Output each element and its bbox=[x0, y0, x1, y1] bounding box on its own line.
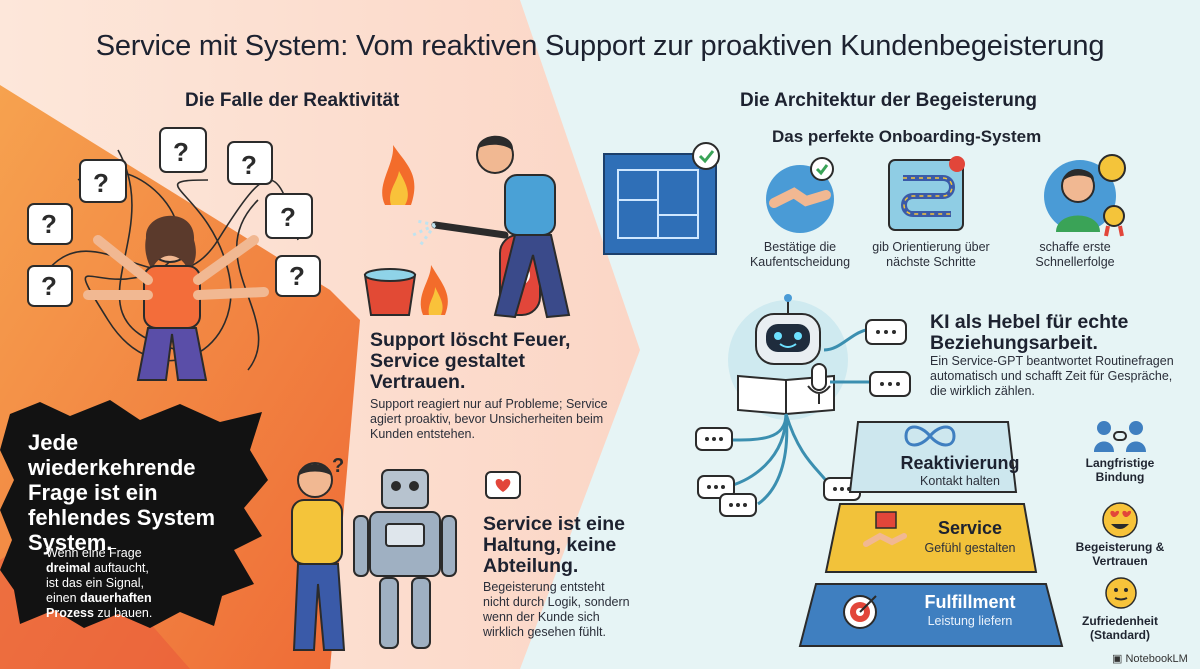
brand-watermark: ▣ NotebookLM bbox=[1112, 652, 1188, 665]
page-title: Service mit System: Vom reaktiven Suppor… bbox=[95, 30, 1105, 62]
ai-robot-icon bbox=[755, 294, 821, 365]
onboarding-step-1: Bestätige die Kaufentscheidung bbox=[749, 240, 851, 269]
right-heading: Die Architektur der Begeisterung bbox=[740, 90, 1038, 111]
gift-handshake-icon bbox=[863, 511, 907, 547]
thinking-person: ? bbox=[291, 455, 346, 651]
infinity-icon bbox=[904, 425, 956, 447]
robot-icon bbox=[353, 469, 457, 649]
heart-eyes-icon bbox=[1102, 502, 1138, 538]
burst-note-rest-5: zu bauen. bbox=[93, 606, 153, 620]
burst-note-rest-4: einen bbox=[46, 591, 77, 605]
tier-service-sub: Gefühl gestalten bbox=[924, 541, 1016, 555]
fire-icon bbox=[382, 145, 448, 315]
left-heading: Die Falle der Reaktivität bbox=[185, 90, 400, 111]
tier-service-title: Service bbox=[937, 518, 1003, 538]
target-icon bbox=[843, 595, 877, 629]
burst-note-line2: dreimal auftaucht, bbox=[46, 561, 186, 576]
brand-logo-icon: ▣ bbox=[1112, 653, 1123, 665]
tier-reaktivierung-sub: Kontakt halten bbox=[920, 474, 1000, 488]
ai-heading: KI als Hebel für echte Beziehungsarbeit. bbox=[930, 311, 1129, 354]
svg-text:?: ? bbox=[280, 202, 296, 232]
attitude-heading: Service ist eine Haltung, keine Abteilun… bbox=[483, 513, 626, 577]
side-label-zufriedenheit: Zufriedenheit (Standard) bbox=[1081, 614, 1158, 642]
brand-label: NotebookLM bbox=[1125, 653, 1188, 665]
burst-note-line4: einen dauerhaften bbox=[46, 591, 186, 606]
tier-reaktivierung-title: Reaktivierung bbox=[900, 453, 1020, 473]
ai-robot-illustration bbox=[695, 294, 911, 517]
chaos-illustration: ??? ???? bbox=[27, 127, 321, 381]
side-label-begeisterung: Begeisterung & Vertrauen bbox=[1075, 540, 1165, 568]
pyramid-diagram bbox=[798, 421, 1064, 647]
neutral-smile-icon bbox=[1105, 577, 1137, 609]
people-chain-icon bbox=[1094, 421, 1146, 452]
roadmap-icon bbox=[888, 156, 965, 231]
fire-text: Support reagiert nur auf Probleme; Servi… bbox=[370, 397, 608, 441]
burst-note-line5: Prozess zu bauen. bbox=[46, 606, 186, 621]
svg-text:?: ? bbox=[41, 209, 57, 239]
svg-text:?: ? bbox=[173, 137, 189, 167]
tier-fulfillment-sub: Leistung liefern bbox=[927, 614, 1013, 628]
onboarding-step-2: gib Orientierung über nächste Schritte bbox=[872, 240, 990, 269]
burst-shape bbox=[0, 400, 268, 628]
microphone-icon bbox=[807, 363, 831, 404]
burst-statement: Jede wiederkehrende Frage ist ein fehlen… bbox=[28, 430, 216, 555]
fire-heading: Support löscht Feuer, Service gestaltet … bbox=[370, 329, 571, 393]
onboarding-heading: Das perfekte Onboarding-System bbox=[772, 127, 1042, 146]
burst-note-rest-2: auftaucht, bbox=[90, 561, 149, 575]
burst-note-bold-5: Prozess bbox=[46, 606, 94, 620]
pyramid-tier-reaktivierung bbox=[848, 421, 1018, 493]
tier-fulfillment-title: Fulfillment bbox=[924, 592, 1016, 612]
svg-text:?: ? bbox=[241, 150, 257, 180]
burst-note-bold-4: dauerhaften bbox=[76, 591, 152, 605]
blueprint-icon bbox=[603, 142, 720, 255]
firefighter-person bbox=[476, 135, 571, 319]
svg-text:?: ? bbox=[93, 168, 109, 198]
question-bubbles bbox=[27, 127, 321, 307]
burst-note-line1: Wenn eine Frage bbox=[46, 546, 142, 560]
ai-text: Ein Service-GPT beantwortet Routinefrage… bbox=[930, 354, 1174, 398]
attitude-text: Begeisterung entsteht nicht durch Logik,… bbox=[483, 580, 630, 639]
burst-note: Wenn eine Frage dreimal auftaucht, ist d… bbox=[46, 546, 186, 621]
onboarding-step-3: schaffe erste Schnellerfolge bbox=[1035, 240, 1115, 269]
smiling-person-medal-icon bbox=[1044, 154, 1126, 237]
bucket-icon bbox=[363, 268, 417, 316]
svg-text:?: ? bbox=[41, 271, 57, 301]
svg-text:?: ? bbox=[332, 455, 344, 477]
side-label-bindung: Langfristige Bindung bbox=[1085, 456, 1155, 484]
handshake-icon bbox=[766, 157, 834, 233]
firefighter-illustration bbox=[363, 135, 571, 319]
heart-bubble-icon bbox=[485, 471, 521, 499]
svg-text:?: ? bbox=[289, 261, 305, 291]
person-robot-illustration: ? bbox=[291, 455, 457, 651]
burst-note-bold-1: dreimal bbox=[46, 561, 91, 575]
stressed-person bbox=[83, 215, 269, 381]
burst-note-line3: ist das ein Signal, bbox=[46, 576, 144, 590]
